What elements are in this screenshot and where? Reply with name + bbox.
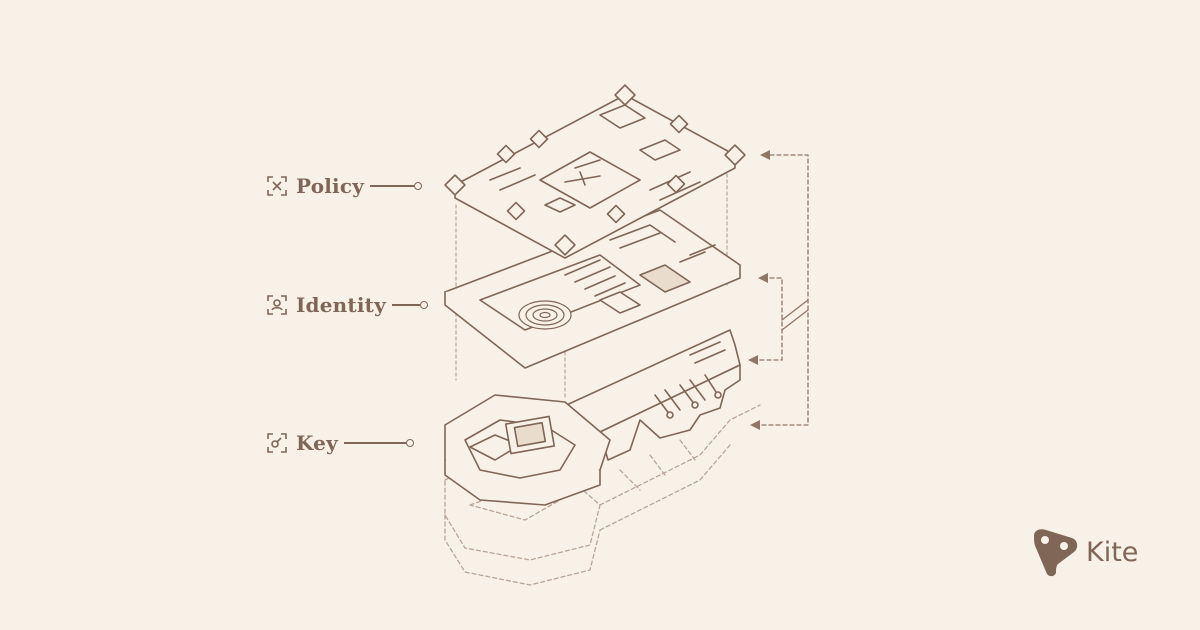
arrow-heads: [748, 150, 770, 430]
kite-logo-icon: [1034, 529, 1078, 577]
key-connector: [343, 439, 414, 447]
scan-frame-policy-icon: [267, 176, 287, 196]
label-policy: Policy: [266, 174, 423, 198]
identity-label-text: Identity: [296, 293, 386, 317]
policy-nodes: [444, 84, 746, 256]
ghost-key-outline: [444, 404, 761, 586]
brand-name: Kite: [1086, 536, 1139, 568]
policy-connector: [370, 182, 423, 190]
flow-arrows: [757, 154, 809, 426]
key-pins: [654, 374, 722, 419]
policy-layer: [444, 84, 746, 259]
fingerprint-icon: [518, 300, 572, 330]
kite-brand: Kite: [1030, 526, 1138, 578]
identity-layer: [444, 209, 741, 369]
label-identity: Identity: [266, 293, 428, 317]
key-layer: [444, 329, 741, 506]
policy-label-text: Policy: [296, 174, 365, 198]
scan-frame-user-icon: [267, 295, 287, 315]
identity-connector: [391, 301, 428, 309]
scan-frame-key-icon: [267, 433, 287, 453]
label-key: Key: [266, 431, 414, 455]
key-label-text: Key: [296, 431, 338, 455]
